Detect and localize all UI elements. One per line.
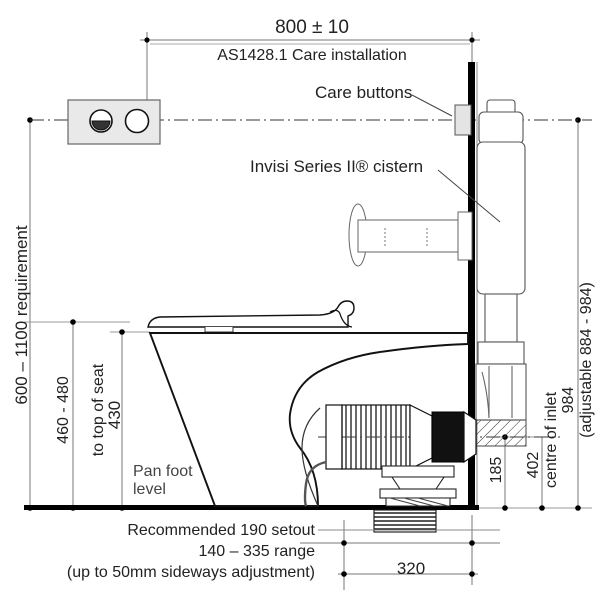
leader-cistern — [437, 169, 501, 223]
dim-402-note: centre of inlet — [543, 391, 560, 489]
dim-600-1100-label: 600 – 1100 requirement — [12, 225, 31, 405]
toilet-seat — [147, 300, 355, 333]
dim-984-note: (adjustable 884 - 984) — [578, 282, 595, 438]
callout-cistern: Invisi Series II® cistern — [250, 157, 424, 176]
dim-460-480-label: 460 - 480 — [55, 376, 72, 444]
pan-foot-label-line2: level — [133, 481, 166, 498]
flush-button-full — [124, 108, 150, 134]
callout-care-buttons: Care buttons — [315, 83, 413, 102]
flexible-connector-hose — [303, 404, 477, 507]
dim-984-label: 984 — [560, 386, 577, 414]
floor-line — [24, 505, 479, 510]
leader-care-buttons — [411, 94, 453, 117]
dim-402-label: 402 — [525, 451, 542, 479]
setout-line-3: (up to 50mm sideways adjustment) — [66, 564, 315, 581]
concealed-cistern — [475, 99, 527, 447]
care-button-actuator — [454, 104, 472, 136]
toilet-pan — [148, 332, 469, 507]
dim-430-label: 430 — [105, 400, 124, 430]
flush-plate — [67, 99, 161, 145]
setout-line-1: Recommended 190 setout — [127, 522, 315, 539]
callout-leaders — [318, 94, 501, 531]
dim-800-label: 800 ± 10 — [275, 17, 349, 38]
cistern-support-bracket — [348, 203, 473, 267]
setout-line-2: 140 – 335 range — [198, 543, 315, 560]
pan-foot-label-line1: Pan foot — [133, 463, 193, 480]
dim-185-label: 185 — [488, 456, 505, 484]
dim-800-caption: AS1428.1 Care installation — [217, 47, 407, 64]
dim-320-label: 320 — [396, 559, 426, 578]
floor-fixing-bracket — [373, 465, 457, 533]
